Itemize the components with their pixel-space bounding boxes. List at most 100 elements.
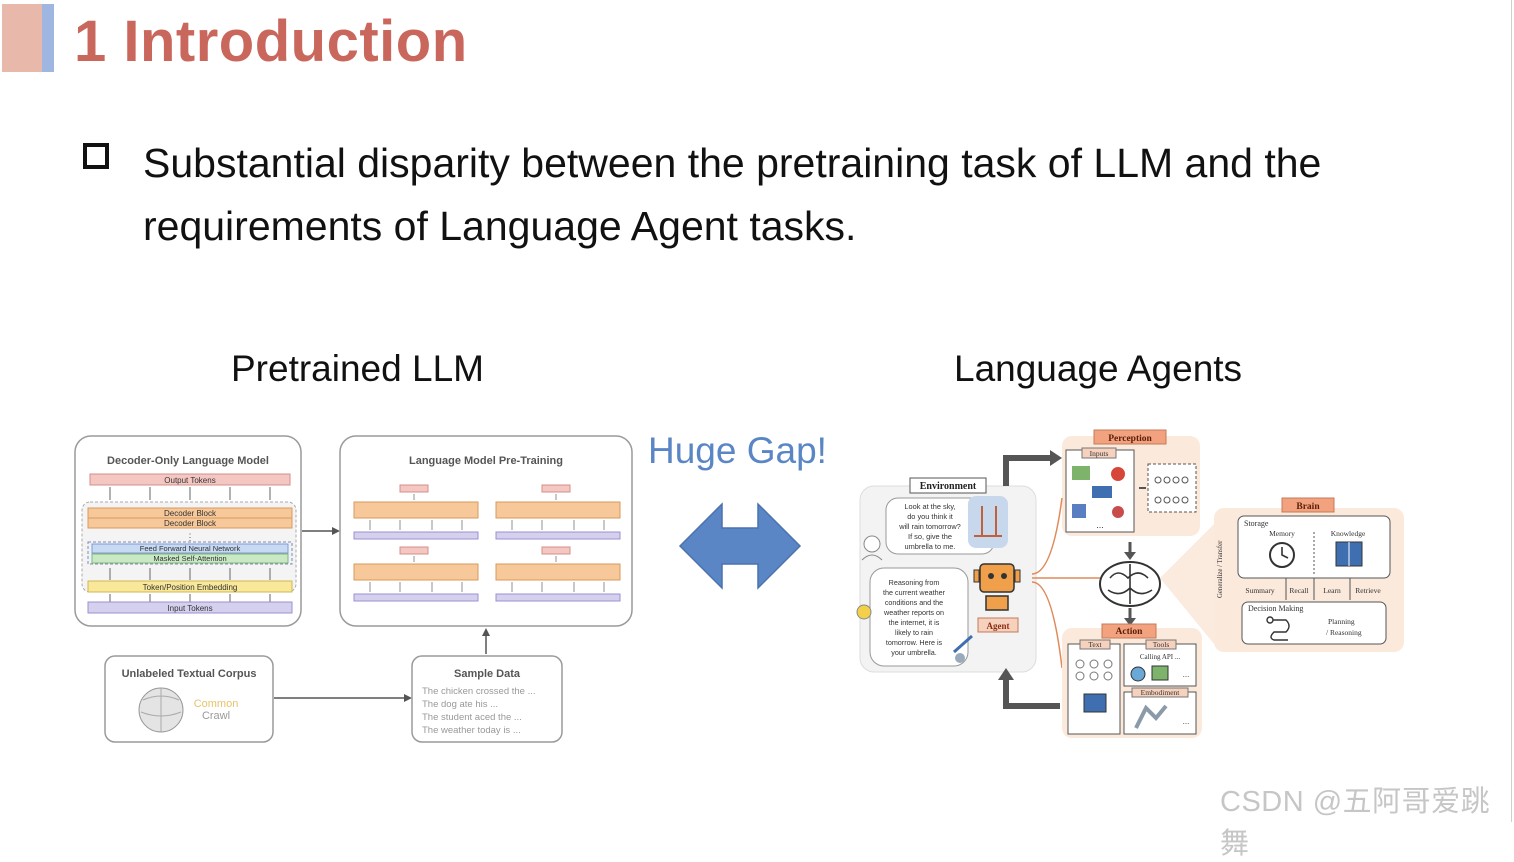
decision-making-box — [1241, 601, 1387, 645]
input-tokens-label: Input Tokens — [167, 604, 212, 613]
decoder-block-1-label: Decoder Block — [164, 509, 217, 518]
sample-line: The chicken crossed the ... — [422, 686, 536, 697]
common-crawl-label-2: Crawl — [202, 710, 230, 722]
web-tool-icon — [1130, 666, 1146, 682]
double-arrow-icon — [678, 502, 802, 590]
common-crawl-label-1: Common — [194, 698, 239, 710]
huge-gap-label: Huge Gap! — [648, 430, 827, 471]
pretrained-llm-caption: Pretrained LLM — [231, 348, 484, 389]
golden-gate-photo-icon — [968, 496, 1008, 548]
brain-label: Brain — [1296, 502, 1320, 512]
sensor-input-icon — [1072, 504, 1086, 518]
agent-label: Agent — [987, 621, 1010, 631]
language-agents-caption: Language Agents — [954, 348, 1243, 389]
bullet-square-icon — [83, 143, 109, 169]
embedding-label: Token/Position Embedding — [143, 583, 238, 592]
agent-badge — [977, 617, 1019, 633]
attention-bar — [91, 553, 289, 564]
agent-bubble-line: weather reports on — [883, 608, 944, 617]
text-action-label: Text — [1088, 640, 1102, 649]
generalize-transfer-label: Generalize / Transfer — [1217, 540, 1224, 598]
storage-label: Storage — [1244, 519, 1269, 528]
planning-flow-icon — [1266, 616, 1290, 641]
environment-header — [909, 477, 987, 494]
agent-speech-bubble — [869, 567, 969, 667]
inputs-ellipsis: ... — [1096, 520, 1104, 530]
input-tokens-bar — [87, 601, 293, 614]
reasoning-label: / Reasoning — [1326, 628, 1362, 637]
agent-bubble-line: your umbrella. — [891, 648, 937, 657]
output-tokens-bar — [89, 473, 291, 486]
tools-ellipsis: ... — [1183, 670, 1190, 679]
summary-label: Summary — [1245, 586, 1274, 595]
action-label: Action — [1116, 627, 1144, 637]
ffn-label: Feed Forward Neural Network — [140, 544, 241, 553]
brain-header — [1281, 497, 1335, 513]
attention-label: Masked Self-Attention — [153, 554, 226, 563]
audio-input-icon — [1111, 467, 1125, 481]
output-tokens-label: Output Tokens — [164, 476, 215, 485]
agent-bubble-line: tomorrow. Here is — [886, 638, 943, 647]
memory-clock-icon — [1269, 542, 1295, 568]
user-bubble-line: If so, give the — [908, 532, 952, 541]
ffn-bar — [91, 543, 289, 554]
planning-label: Planning — [1328, 617, 1355, 626]
learn-label: Learn — [1323, 586, 1341, 595]
other-input-icon — [1112, 506, 1124, 518]
tools-label: Tools — [1153, 640, 1170, 649]
encoded-vector-box — [1147, 463, 1197, 513]
decoder-block-2 — [87, 517, 293, 529]
user-bubble-line: Look at the sky, — [904, 502, 955, 511]
agent-bubble-line: likely to rain — [895, 628, 933, 637]
agent-bubble-line: the current weather — [883, 588, 946, 597]
title-accent-block — [2, 4, 42, 72]
decoder-block-2-label: Decoder Block — [164, 519, 217, 528]
user-bubble-line: umbrella to me. — [905, 542, 956, 551]
robot-agent-icon — [973, 563, 1021, 611]
csdn-watermark: CSDN @五阿哥爱跳舞 — [1220, 786, 1491, 860]
weather-globe-icon — [856, 604, 872, 620]
pretraining-title: Language Model Pre-Training — [409, 455, 563, 467]
sample-data-box — [411, 655, 563, 743]
user-bubble-line: will rain tomorrow? — [898, 522, 961, 531]
agent-bubble-line: conditions and the — [885, 598, 943, 607]
decoder-model-title: Decoder-Only Language Model — [107, 455, 269, 467]
embedding-bar — [87, 580, 293, 593]
language-agent-diagram: Environment Look at the sky, do you thin… — [856, 429, 1404, 738]
text-action-box — [1067, 643, 1121, 735]
keyboard-input-icon — [1092, 486, 1112, 498]
recall-label: Recall — [1289, 586, 1308, 595]
corpus-title: Unlabeled Textual Corpus — [122, 668, 257, 680]
perception-header — [1093, 429, 1167, 445]
sample-data-title: Sample Data — [454, 668, 521, 680]
memory-label: Memory — [1269, 529, 1295, 538]
decoder-dots: ⋮ — [186, 532, 195, 542]
robot-arm-icon — [1134, 704, 1168, 729]
retrieve-label: Retrieve — [1355, 586, 1381, 595]
user-bubble-line: do you think it — [907, 512, 953, 521]
sample-line: The student aced the ... — [422, 712, 522, 723]
sample-line: The weather today is ... — [422, 725, 521, 736]
decision-making-label: Decision Making — [1248, 604, 1303, 613]
text-output-icon — [1083, 693, 1107, 713]
llm-pretraining-diagram: Decoder-Only Language Model Output Token… — [74, 435, 633, 743]
knowledge-label: Knowledge — [1331, 529, 1366, 538]
bullet-text: Substantial disparity between the pretra… — [143, 140, 1322, 249]
agent-bubble-line: the internet, it is — [889, 618, 940, 627]
calculator-tool-icon — [1151, 665, 1169, 681]
pretraining-mini-models — [353, 484, 621, 602]
embodiment-ellipsis: ... — [1183, 717, 1190, 726]
slide-title: 1 Introduction — [74, 9, 468, 74]
brain-icon — [1099, 561, 1161, 607]
agent-bubble-line: Reasoning from — [889, 578, 940, 587]
action-header — [1101, 623, 1157, 639]
title-accent-stripe — [42, 4, 54, 72]
sample-line: The dog ate his ... — [422, 699, 498, 710]
environment-label: Environment — [920, 481, 977, 492]
embodiment-label: Embodiment — [1141, 688, 1181, 697]
inputs-label: Inputs — [1090, 449, 1109, 458]
image-input-icon — [1072, 466, 1090, 480]
user-avatar-icon — [863, 535, 881, 553]
umbrella-icon — [955, 653, 965, 663]
perception-label: Perception — [1108, 434, 1152, 444]
